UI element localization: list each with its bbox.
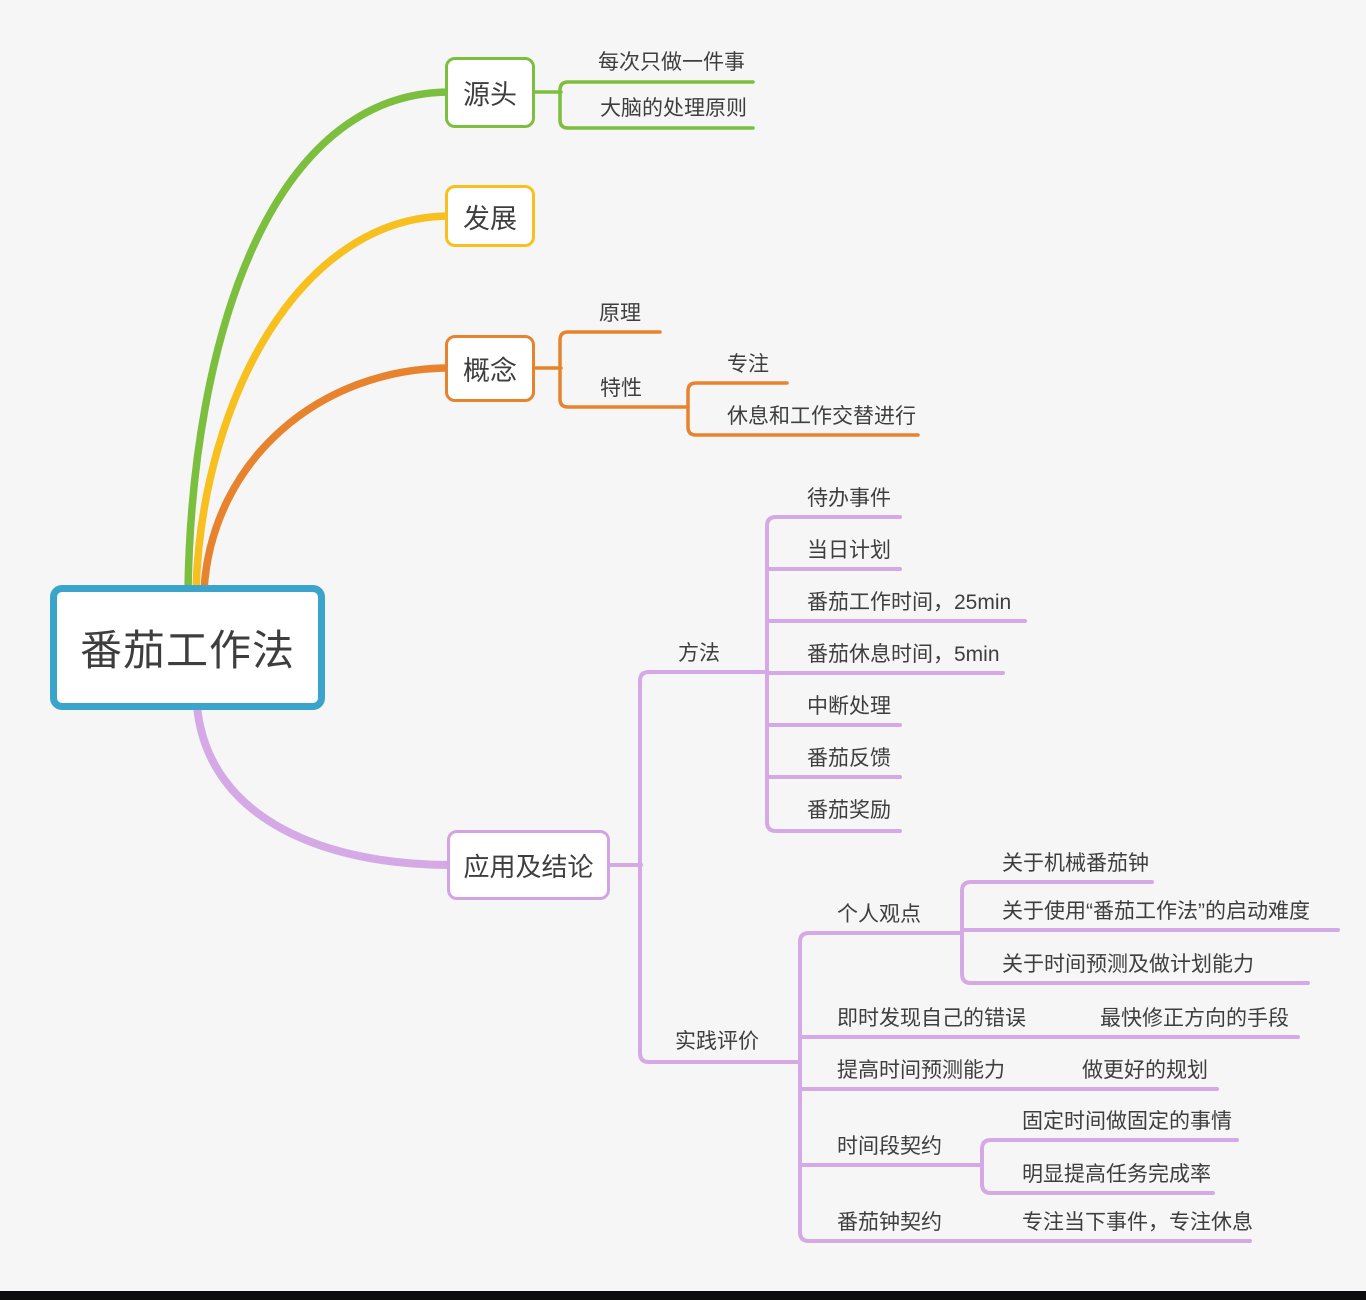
leaf-brain-processing-principle[interactable]: 大脑的处理原则 [600, 97, 747, 120]
node-application-label: 应用及结论 [463, 851, 594, 882]
leaf-work-time-25min[interactable]: 番茄工作时间，25min [807, 591, 1012, 614]
leaf-interruption-handling[interactable]: 中断处理 [807, 695, 891, 718]
node-root-label: 番茄工作法 [79, 627, 295, 674]
branch-source-lines [533, 80, 755, 130]
curve-to-development [192, 212, 454, 594]
branch-concept-lines [533, 330, 920, 437]
leaf-rest-time-5min[interactable]: 番茄休息时间，5min [807, 643, 1000, 666]
node-concept[interactable]: 概念 [445, 335, 535, 402]
leaf-daily-plan[interactable]: 当日计划 [807, 539, 891, 562]
node-time-period-contract[interactable]: 时间段契约 [837, 1135, 942, 1158]
curve-to-application [193, 702, 454, 869]
node-find-own-mistakes[interactable]: 即时发现自己的错误 [837, 1007, 1026, 1030]
leaf-better-planning[interactable]: 做更好的规划 [1082, 1059, 1208, 1082]
leaf-focus[interactable]: 专注 [727, 353, 769, 376]
leaf-work-rest-alternation[interactable]: 休息和工作交替进行 [727, 405, 916, 428]
leaf-fixed-time-fixed-things[interactable]: 固定时间做固定的事情 [1022, 1110, 1232, 1133]
root-curves [184, 88, 454, 869]
node-improve-time-prediction[interactable]: 提高时间预测能力 [837, 1059, 1005, 1082]
leaf-one-thing-at-a-time[interactable]: 每次只做一件事 [598, 51, 745, 74]
leaf-tomato-feedback[interactable]: 番茄反馈 [807, 747, 891, 770]
curve-to-concept [200, 364, 454, 594]
leaf-tomato-reward[interactable]: 番茄奖励 [807, 799, 891, 822]
curve-to-source [184, 88, 454, 594]
leaf-todo-list[interactable]: 待办事件 [807, 487, 891, 510]
branch-application-lines [608, 515, 1340, 1243]
leaf-about-mechanical-timer[interactable]: 关于机械番茄钟 [1002, 852, 1149, 875]
node-principle[interactable]: 原理 [599, 302, 641, 325]
node-practice-evaluation[interactable]: 实践评价 [675, 1030, 759, 1053]
leaf-about-time-prediction-planning[interactable]: 关于时间预测及做计划能力 [1002, 953, 1254, 976]
node-root[interactable]: 番茄工作法 [50, 585, 325, 710]
node-application[interactable]: 应用及结论 [447, 830, 610, 900]
node-trait[interactable]: 特性 [600, 377, 642, 400]
node-source-label: 源头 [463, 80, 517, 110]
node-source[interactable]: 源头 [445, 57, 535, 128]
node-pomodoro-contract[interactable]: 番茄钟契约 [837, 1211, 942, 1234]
node-development-label: 发展 [463, 203, 517, 234]
bottom-edge-bar [0, 1291, 1366, 1300]
node-development[interactable]: 发展 [445, 185, 535, 247]
node-method[interactable]: 方法 [678, 642, 720, 665]
leaf-about-startup-difficulty[interactable]: 关于使用“番茄工作法”的启动难度 [1002, 900, 1310, 923]
node-concept-label: 概念 [463, 356, 517, 386]
node-personal-view[interactable]: 个人观点 [837, 903, 921, 926]
leaf-focus-current-and-rest[interactable]: 专注当下事件，专注休息 [1022, 1211, 1253, 1234]
leaf-improve-completion-rate[interactable]: 明显提高任务完成率 [1022, 1163, 1211, 1186]
leaf-fastest-correction-method[interactable]: 最快修正方向的手段 [1100, 1007, 1289, 1030]
